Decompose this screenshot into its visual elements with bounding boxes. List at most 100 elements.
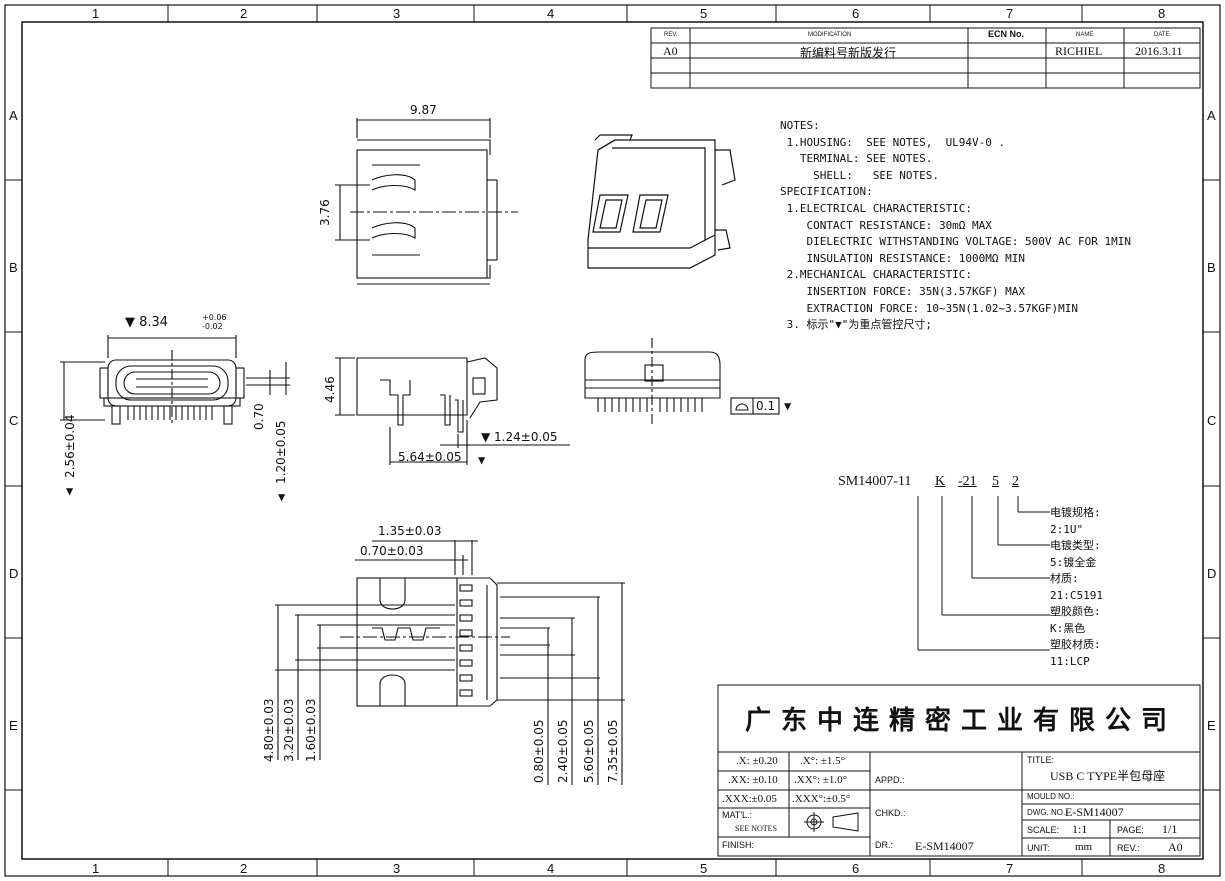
chkd-label: CHKD.: [875, 808, 906, 818]
legend-title: 电镀规格: [1050, 506, 1101, 519]
note-line: 3. 标示"▼"为重点管控尺寸; [780, 318, 932, 332]
note-line: 1.ELECTRICAL CHARACTERISTIC: [780, 201, 973, 215]
rev-row-date: 2016.3.11 [1135, 44, 1183, 58]
legend-value: 21:C5191 [1050, 588, 1103, 602]
rev-row-name: RICHIEL [1055, 44, 1103, 58]
zone-col-4: 4 [547, 6, 555, 21]
dim-bottom-left-a: 4.80±0.03 [262, 698, 276, 763]
tol-angle-x: .X°: ±1.5° [800, 755, 846, 767]
tol-angle-xxx: .XXX°:±0.5° [792, 793, 851, 805]
zone-col-5-bottom: 5 [700, 861, 708, 876]
part-number-seg-plating-spec: 2 [1012, 474, 1019, 489]
front-view [60, 335, 290, 425]
part-number-seg-base-material: -21 [958, 474, 977, 489]
legend-title: 塑胶颜色: [1050, 605, 1101, 618]
zone-row-e: E [9, 718, 18, 733]
zone-col-2-bottom: 2 [240, 861, 248, 876]
finish-label: FINISH: [722, 840, 755, 850]
note-line: EXTRACTION FORCE: 10~35N(1.02~3.57KGF)MI… [780, 301, 1079, 315]
critical-dim-marker: ▼ [478, 453, 486, 467]
zone-col-7-bottom: 7 [1006, 861, 1014, 876]
note-line: 1.HOUSING: SEE NOTES, UL94V-0 . [780, 135, 1006, 149]
legend-title: 材质: [1050, 572, 1079, 585]
bottom-view [275, 540, 625, 785]
dim-front-height-c: 1.20±0.05 [274, 420, 288, 485]
note-line: CONTACT RESISTANCE: 30mΩ MAX [780, 218, 992, 232]
isometric-view [587, 134, 736, 269]
appd-label: APPD.: [875, 775, 905, 785]
page-value: 1/1 [1162, 822, 1178, 836]
legend-title: 电镀类型: [1050, 539, 1101, 552]
tol-angle-xx: .XX°: ±1.0° [794, 774, 848, 786]
legend-title: 塑胶材质: [1050, 638, 1101, 651]
rear-pins [597, 398, 703, 412]
dim-bottom-pitch-a: 1.35±0.03 [378, 524, 442, 538]
unit-label: UNIT: [1027, 843, 1050, 853]
dim-bottom-right-c: 5.60±0.05 [582, 719, 596, 784]
dim-front-width-tol-lower: -0.02 [202, 322, 223, 331]
zone-row-c-right: C [1207, 413, 1217, 428]
tol-xxx: .XXX:±0.05 [722, 793, 777, 805]
rev-row-rev: A0 [663, 44, 678, 58]
dim-flatness: 0.1 [756, 399, 776, 413]
note-line: INSERTION FORCE: 35N(3.57KGF) MAX [780, 284, 1026, 298]
part-number-base: SM14007-11 [838, 474, 912, 489]
zone-col-4-bottom: 4 [547, 861, 555, 876]
note-line: DIELECTRIC WITHSTANDING VOLTAGE: 500V AC… [780, 235, 1131, 249]
tol-xx: .XX: ±0.10 [728, 774, 778, 786]
matl-label: MAT'L.: [722, 810, 753, 820]
unit-value: mm [1075, 841, 1093, 853]
matl-value: SEE NOTES [735, 824, 777, 833]
rev-header-rev: REV. [664, 32, 678, 38]
note-line: 2.MECHANICAL CHARACTERISTIC: [780, 268, 973, 282]
zone-row-a-right: A [1207, 108, 1216, 123]
dim-front-height-a: 2.56±0.04 [63, 414, 77, 479]
rev-label: REV.: [1117, 843, 1140, 853]
note-line: NOTES: [780, 119, 820, 132]
dim-top-width: 9.87 [410, 103, 437, 117]
zone-row-d: D [9, 566, 19, 581]
bottom-pads [459, 584, 473, 697]
side-view [335, 357, 570, 465]
zone-row-a: A [9, 108, 18, 123]
scale-value: 1:1 [1072, 822, 1088, 836]
company-name: 广东中连精密工业有限公司 [745, 706, 1178, 736]
dim-bottom-left-c: 1.60±0.03 [304, 698, 318, 763]
critical-dim-marker: ▼ [278, 490, 286, 504]
front-pins [111, 405, 233, 425]
part-number-legend: 电镀规格: 2:1U" 电镀类型: 5:镀全金 材质: 21:C5191 塑胶颜… [1050, 505, 1103, 670]
note-line: SPECIFICATION: [780, 185, 873, 199]
zone-col-8: 8 [1158, 6, 1166, 21]
revision-block-grid [650, 27, 1201, 89]
dr-label: DR.: [875, 840, 893, 850]
notes-block: NOTES: 1.HOUSING: SEE NOTES, UL94V-0 . T… [780, 118, 1131, 334]
rear-view [584, 338, 780, 425]
mould-label: MOULD NO.: [1027, 792, 1075, 801]
dim-front-width: ▼ 8.34 [125, 315, 169, 330]
rev-header-modification: MODIFICATION [808, 32, 852, 38]
dim-side-height: 4.46 [323, 376, 337, 403]
note-line: TERMINAL: SEE NOTES. [780, 152, 933, 166]
flatness-frame [730, 397, 780, 415]
zone-row-c: C [9, 413, 19, 428]
dwg-label: DWG. NO.: [1027, 808, 1068, 817]
dr-value: E-SM14007 [915, 839, 974, 853]
zone-col-1: 1 [92, 6, 100, 21]
dim-bottom-right-b: 2.40±0.05 [556, 719, 570, 784]
dim-top-height: 3.76 [318, 199, 332, 226]
zone-col-6: 6 [852, 6, 860, 21]
part-number-seg-material: K [935, 474, 946, 489]
zone-row-d-right: D [1207, 566, 1217, 581]
zone-col-1-bottom: 1 [92, 861, 100, 876]
zone-col-6-bottom: 6 [852, 861, 860, 876]
dim-bottom-pitch-b: 0.70±0.03 [360, 544, 424, 558]
rev-header-name: NAME [1076, 32, 1094, 38]
dim-side-length: 5.64±0.05 [398, 450, 462, 464]
dwg-value: E-SM14007 [1065, 805, 1124, 819]
title-label: TITLE: [1027, 755, 1055, 765]
rev-row-modification: 新编料号新版发行 [800, 46, 897, 60]
dim-side-offset: ▼ 1.24±0.05 [481, 430, 558, 444]
legend-value: K:黑色 [1050, 621, 1086, 635]
zone-col-2: 2 [240, 6, 248, 21]
